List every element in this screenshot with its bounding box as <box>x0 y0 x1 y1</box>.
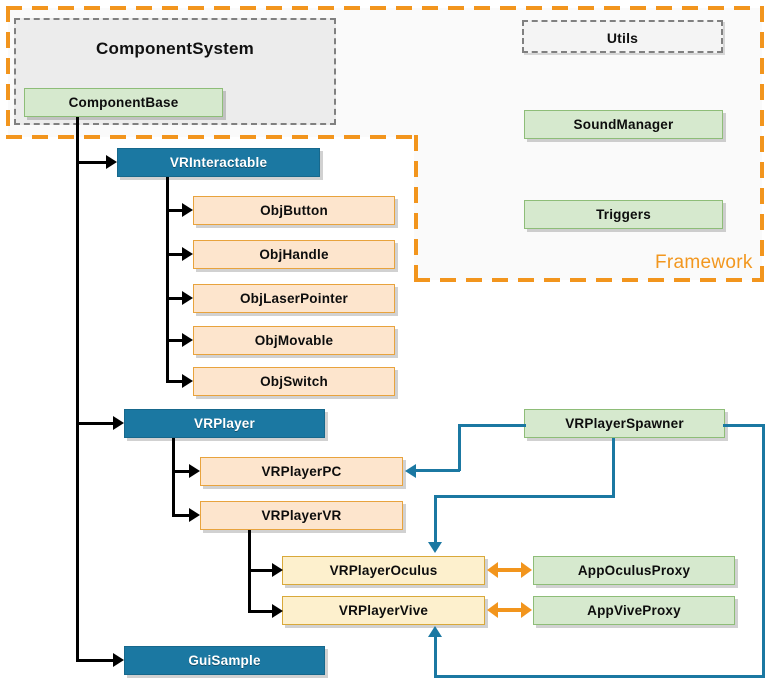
node-obj-handle[interactable]: ObjHandle <box>193 240 395 269</box>
arrow-to-obj-button <box>182 203 193 217</box>
framework-border-top <box>6 6 764 10</box>
node-triggers-label: Triggers <box>596 207 651 222</box>
arrow-to-obj-laser-pointer <box>182 291 193 305</box>
connector-to-vr-player <box>76 422 115 425</box>
node-vr-player-oculus[interactable]: VRPlayerOculus <box>282 556 485 585</box>
node-obj-button-label: ObjButton <box>260 203 328 218</box>
node-vr-player-vr-label: VRPlayerVR <box>261 508 342 523</box>
node-vr-player-spawner-label: VRPlayerSpawner <box>565 416 684 431</box>
node-app-oculus-proxy[interactable]: AppOculusProxy <box>533 556 735 585</box>
connector-to-vr-player-oculus <box>248 569 276 572</box>
arrow-assoc-vive-right <box>521 602 532 618</box>
spawner-to-pc-vertical <box>458 424 461 471</box>
connector-to-obj-button <box>166 209 188 212</box>
node-app-vive-proxy-label: AppViveProxy <box>587 603 681 618</box>
connector-to-obj-handle <box>166 253 188 256</box>
node-gui-sample[interactable]: GuiSample <box>124 646 325 675</box>
arrow-to-vr-player-vive <box>272 604 283 618</box>
node-vr-player-pc[interactable]: VRPlayerPC <box>200 457 403 486</box>
framework-border-step-vertical <box>414 135 418 282</box>
spawner-to-vive-vertical-right <box>762 424 765 678</box>
assoc-vive-proxy-line <box>497 608 522 612</box>
framework-border-right <box>760 6 764 282</box>
arrow-to-vr-player <box>113 416 124 430</box>
framework-border-bottom <box>414 278 764 282</box>
node-sound-manager-label: SoundManager <box>573 117 674 132</box>
spawner-to-oculus-horizontal <box>434 495 615 498</box>
connector-to-obj-switch <box>166 380 188 383</box>
spawner-to-oculus-vertical-a <box>612 438 615 497</box>
connector-to-obj-laser-pointer <box>166 297 188 300</box>
connector-to-obj-movable <box>166 339 188 342</box>
assoc-oculus-proxy-line <box>497 568 522 572</box>
connector-vr-interactable-trunk <box>166 177 169 382</box>
node-vr-player-pc-label: VRPlayerPC <box>261 464 342 479</box>
arrow-to-obj-movable <box>182 333 193 347</box>
node-component-base[interactable]: ComponentBase <box>24 88 223 117</box>
node-vr-player[interactable]: VRPlayer <box>124 409 325 438</box>
node-obj-switch[interactable]: ObjSwitch <box>193 367 395 396</box>
arrow-to-vr-player-oculus <box>272 563 283 577</box>
arrow-assoc-vive-left <box>487 602 498 618</box>
connector-to-vr-player-vr <box>172 514 195 517</box>
arrow-to-obj-switch <box>182 374 193 388</box>
node-triggers[interactable]: Triggers <box>524 200 723 229</box>
spawner-to-vive-horizontal-bottom <box>434 675 765 678</box>
arrow-spawner-to-vr-player-oculus <box>428 542 442 553</box>
connector-vr-player-trunk <box>172 438 175 516</box>
arrow-to-vr-interactable <box>106 155 117 169</box>
arrow-to-obj-handle <box>182 247 193 261</box>
arrow-to-vr-player-vr <box>189 508 200 522</box>
node-obj-laser-pointer[interactable]: ObjLaserPointer <box>193 284 395 313</box>
node-vr-player-vive[interactable]: VRPlayerVive <box>282 596 485 625</box>
spawner-to-vive-vertical-left <box>434 637 437 677</box>
group-utils: Utils <box>522 20 723 53</box>
spawner-to-pc-horizontal-top <box>458 424 526 427</box>
arrow-to-vr-player-pc <box>189 464 200 478</box>
node-obj-switch-label: ObjSwitch <box>260 374 328 389</box>
framework-label: Framework <box>655 252 753 273</box>
node-obj-handle-label: ObjHandle <box>259 247 329 262</box>
node-vr-player-oculus-label: VRPlayerOculus <box>329 563 438 578</box>
connector-to-gui-sample <box>76 659 115 662</box>
group-component-system-title: ComponentSystem <box>96 39 254 58</box>
spawner-to-pc-horizontal-bottom <box>416 469 460 472</box>
node-vr-player-label: VRPlayer <box>194 416 255 431</box>
node-app-oculus-proxy-label: AppOculusProxy <box>577 563 691 578</box>
framework-border-left <box>6 6 10 139</box>
framework-border-step-horizontal <box>6 135 418 139</box>
connector-to-vr-interactable <box>76 161 108 164</box>
node-obj-movable-label: ObjMovable <box>254 333 334 348</box>
node-app-vive-proxy[interactable]: AppViveProxy <box>533 596 735 625</box>
group-utils-title: Utils <box>606 30 639 46</box>
arrow-to-gui-sample <box>113 653 124 667</box>
spawner-to-oculus-vertical-b <box>434 495 437 543</box>
arrow-assoc-oculus-left <box>487 562 498 578</box>
spawner-to-vive-horizontal-top <box>723 424 765 427</box>
connector-to-vr-player-pc <box>172 470 195 473</box>
connector-to-vr-player-vive <box>248 610 276 613</box>
node-obj-laser-pointer-label: ObjLaserPointer <box>239 291 349 306</box>
node-component-base-label: ComponentBase <box>68 95 179 110</box>
node-obj-button[interactable]: ObjButton <box>193 196 395 225</box>
node-vr-interactable[interactable]: VRInteractable <box>117 148 320 177</box>
node-vr-player-vr[interactable]: VRPlayerVR <box>200 501 403 530</box>
arrow-spawner-to-vr-player-vive <box>428 626 442 637</box>
node-gui-sample-label: GuiSample <box>188 653 261 668</box>
node-vr-interactable-label: VRInteractable <box>169 155 268 170</box>
connector-component-base-trunk <box>76 117 79 662</box>
node-obj-movable[interactable]: ObjMovable <box>193 326 395 355</box>
node-vr-player-spawner[interactable]: VRPlayerSpawner <box>524 409 725 438</box>
node-vr-player-vive-label: VRPlayerVive <box>338 603 429 618</box>
node-sound-manager[interactable]: SoundManager <box>524 110 723 139</box>
arrow-assoc-oculus-right <box>521 562 532 578</box>
arrow-spawner-to-vr-player-pc <box>405 464 416 478</box>
